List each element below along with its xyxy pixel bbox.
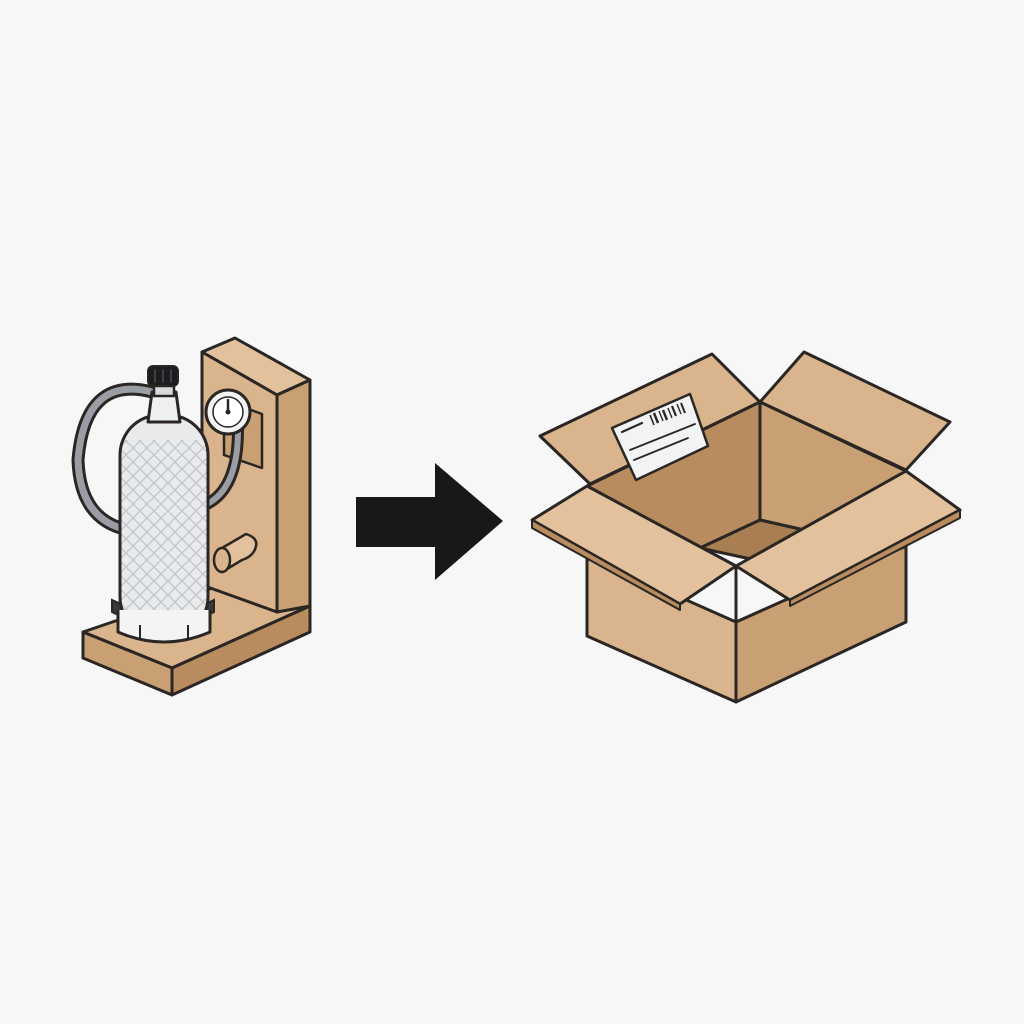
stand-upright (200, 336, 312, 614)
gas-cylinder-on-stand-icon (71, 336, 312, 697)
right-arrow-icon (356, 463, 503, 580)
pressure-gauge-icon (204, 388, 252, 436)
stand-peg (212, 532, 258, 574)
barcode-icon (649, 402, 686, 426)
open-shipping-box-icon (530, 350, 962, 704)
hose (71, 382, 244, 537)
shipping-label (610, 392, 710, 482)
gas-cylinder (116, 365, 212, 644)
